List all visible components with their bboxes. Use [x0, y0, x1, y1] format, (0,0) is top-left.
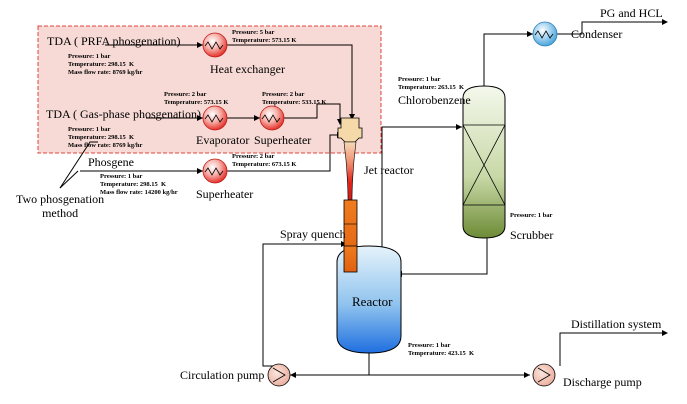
discharge-pump-icon [532, 363, 556, 387]
phosgene-feed-title: Phosgene [88, 155, 134, 169]
condenser-icon [532, 21, 558, 47]
heat-exchanger-label: Heat exchanger [210, 62, 285, 76]
spray-quench-label: Spray quench [280, 227, 346, 241]
jet-column [343, 245, 358, 273]
superheater-bottom-icon [202, 158, 228, 184]
phosgene-feed-conditions: Pressure: 1 bar Temperature: 298.15 K Ma… [100, 173, 178, 197]
superheater-bottom-label: Superheater [196, 187, 254, 201]
scrubber-label: Scrubber [510, 228, 554, 242]
discharge-line-conditions: Pressure: 1 bar Temperature: 423.15 K [408, 342, 475, 358]
gas-phase-feed-title: TDA ( Gas-phase phosgenation) [46, 107, 201, 121]
reactor-label: Reactor [352, 294, 393, 309]
superheater-top-label: Superheater [254, 133, 312, 147]
prfa-feed-title: TDA ( PRFA phosgenation) [47, 34, 181, 48]
superheater-bottom-conditions: Pressure: 2 bar Temperature: 673.15 K [232, 153, 297, 169]
heat-exchanger-conditions: Pressure: 5 bar Temperature: 573.15 K [232, 29, 297, 45]
prfa-feed-conditions: Pressure: 1 bar Temperature: 298.15 K Ma… [68, 53, 143, 77]
evaporator-icon [202, 105, 228, 131]
pg-hcl-label: PG and HCL [600, 6, 663, 20]
discharge-pump-label: Discharge pump [563, 375, 642, 389]
chlorobenzene-label: Chlorobenzene [398, 93, 471, 107]
jet-reactor-label: Jet reactor [364, 163, 414, 177]
circulation-pump-label: Circulation pump [180, 368, 265, 382]
heat-exchanger-icon [202, 32, 228, 58]
distillation-system-label: Distillation system [571, 317, 662, 331]
chlorobenzene-conditions: Pressure: 1 bar Temperature: 263.15 K [398, 76, 465, 92]
superheater-top-icon [259, 105, 285, 131]
evaporator-conditions: Pressure: 2 bar Temperature: 573.15 K [164, 91, 229, 107]
evaporator-label: Evaporator [196, 133, 250, 147]
process-lines [59, 21, 666, 376]
condenser-label: Condenser [571, 27, 623, 41]
scrubber-conditions: Pressure: 1 bar [510, 212, 553, 219]
two-phosgenation-method-label: Two phosgenation method [16, 192, 105, 220]
circulation-pump-icon [267, 363, 291, 387]
superheater-top-conditions: Pressure: 2 bar Temperature: 533.15 K [262, 91, 327, 107]
gas-phase-feed-conditions: Pressure: 1 bar Temperature: 298.15 K Ma… [68, 126, 143, 150]
scrubber-column [462, 85, 506, 239]
